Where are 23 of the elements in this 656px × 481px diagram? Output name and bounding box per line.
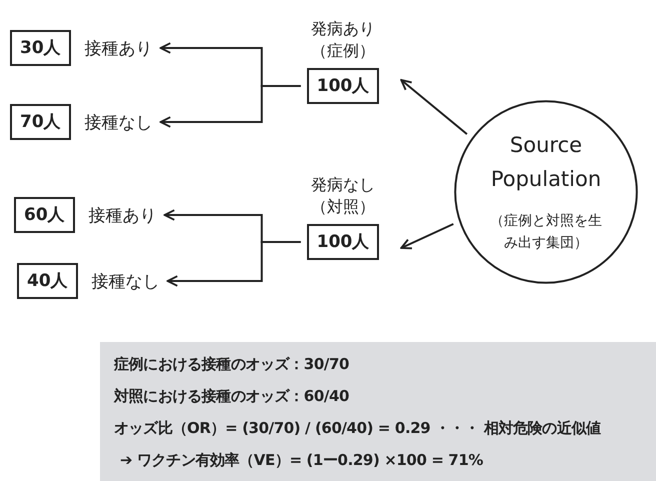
group-heading: 発病あり（症例） <box>310 18 376 62</box>
group-label: 接種なし <box>84 112 153 134</box>
formula-line: ➔ ワクチン有効率（VE）= (1ー0.29) ×100 = 71% <box>119 450 484 471</box>
arrow <box>160 85 301 128</box>
count-box: 60人 <box>14 197 75 233</box>
circle-note: （症例と対照を生み出す集団） <box>489 212 603 253</box>
group-label: 接種あり <box>88 204 157 226</box>
group-label: 接種なし <box>92 270 160 292</box>
formula-line: 症例における接種のオッズ：30/70 <box>114 354 350 375</box>
arrow <box>166 241 301 287</box>
arrow <box>400 79 468 135</box>
count-box: 40人 <box>17 263 78 299</box>
count-box: 30人 <box>10 30 71 66</box>
count-box: 70人 <box>10 104 71 140</box>
group-heading: 発病なし（対照） <box>310 174 376 218</box>
group-label: 接種あり <box>84 38 153 60</box>
formula-line: オッズ比（OR）= (30/70) / (60/40) = 0.29 ・・・ 相対危険の近似値 <box>114 418 601 439</box>
count-box: 100人 <box>306 224 380 260</box>
arrow <box>400 223 454 250</box>
formula-line: 対照における接種のオッズ：60/40 <box>114 386 350 407</box>
count-box: 100人 <box>306 68 380 104</box>
circle-title: Source Population <box>490 132 602 193</box>
note-panel <box>100 342 656 481</box>
